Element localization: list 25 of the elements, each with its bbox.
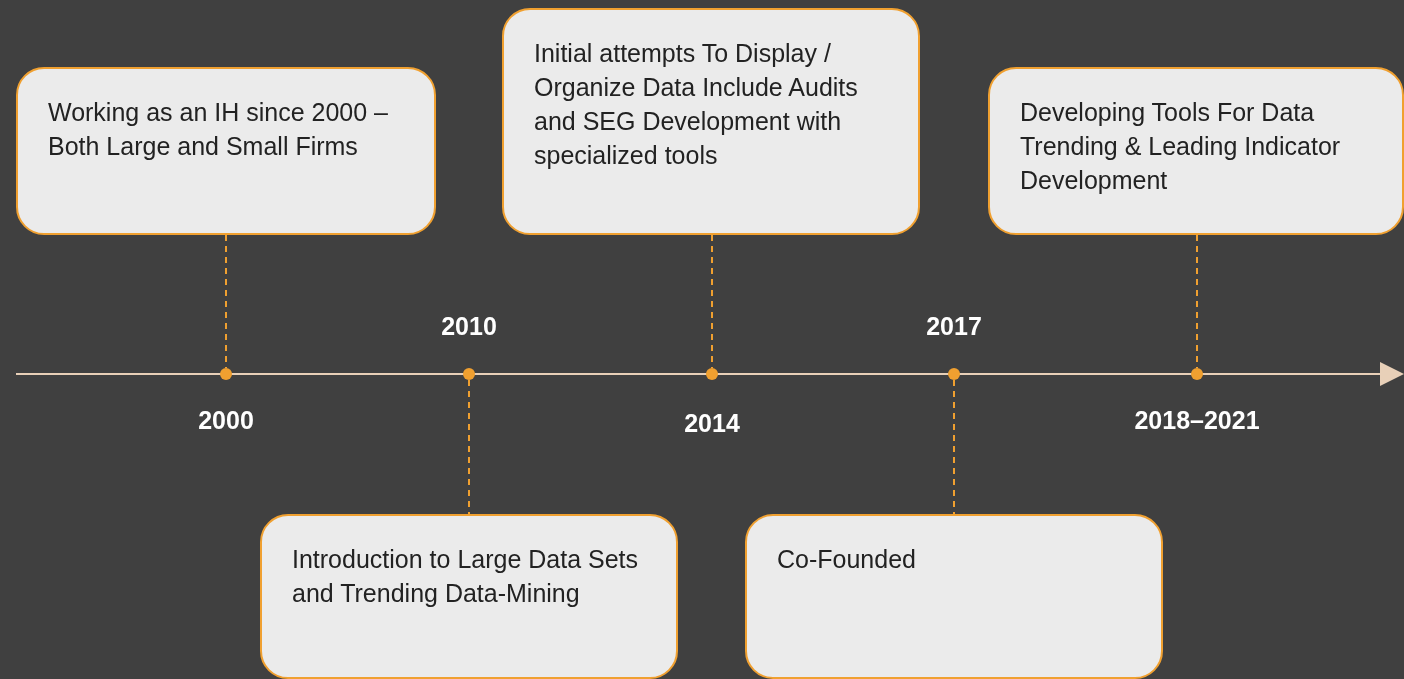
event-text: Initial attempts To Display / Organize Data Include Audits and SEG Development with specialized tools bbox=[534, 38, 859, 171]
event-card bbox=[502, 8, 920, 235]
timeline-dot bbox=[1191, 368, 1203, 380]
year-label: 2018–2021 bbox=[1134, 406, 1260, 435]
event-text: Working as an IH since 2000 – Both Large and Small Firms bbox=[48, 97, 389, 162]
timeline-dot bbox=[220, 368, 232, 380]
connector-line bbox=[711, 234, 713, 369]
connector-line bbox=[225, 234, 227, 369]
year-label: 2017 bbox=[926, 312, 982, 341]
connector-line bbox=[1196, 234, 1198, 369]
event-card bbox=[745, 514, 1163, 679]
event-text: Co-Founded bbox=[777, 544, 917, 575]
timeline-dot bbox=[463, 368, 475, 380]
event-text: Developing Tools For Data Trending & Leading Indicator Development bbox=[1020, 97, 1342, 196]
year-label: 2014 bbox=[684, 409, 740, 438]
event-card bbox=[16, 67, 436, 235]
year-label: 2000 bbox=[198, 406, 254, 435]
year-label: 2010 bbox=[441, 312, 497, 341]
timeline-dot bbox=[948, 368, 960, 380]
timeline-dot bbox=[706, 368, 718, 380]
connector-line bbox=[468, 379, 470, 515]
event-text: Introduction to Large Data Sets and Trending Data-Mining bbox=[292, 544, 640, 609]
connector-line bbox=[953, 379, 955, 515]
event-card bbox=[260, 514, 678, 679]
event-card bbox=[988, 67, 1404, 235]
